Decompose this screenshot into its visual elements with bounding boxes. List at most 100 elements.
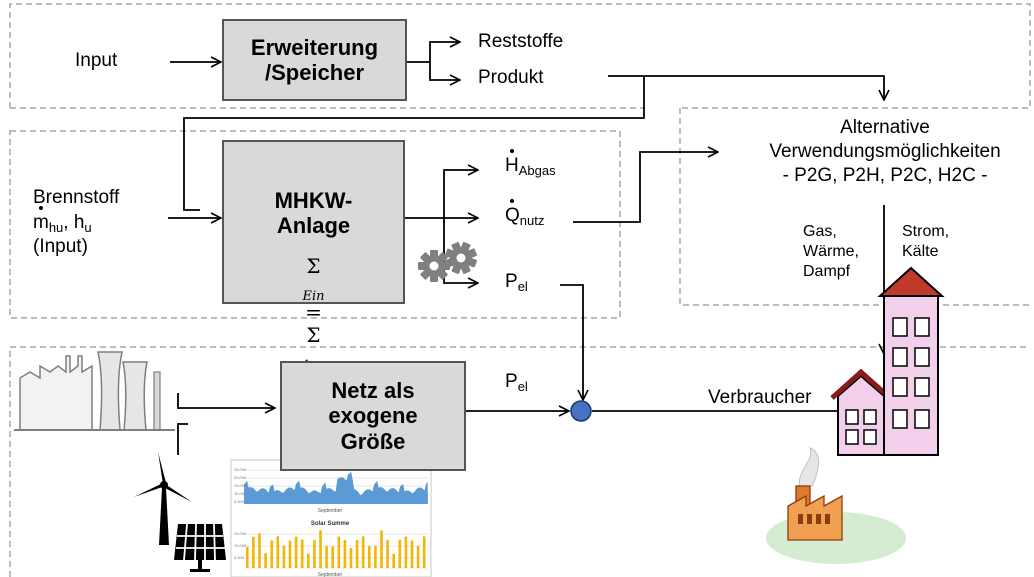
solar-bar	[380, 530, 383, 568]
alternatives-text: Alternative Verwendungsmöglichkeiten - P…	[725, 116, 1034, 187]
svg-text:5.000: 5.000	[234, 555, 245, 560]
fuel-title: Brennstoff	[33, 187, 120, 208]
svg-text:15.000: 15.000	[234, 531, 247, 536]
solar-bar	[331, 546, 334, 568]
junction-node	[570, 400, 592, 422]
solar-bar	[422, 536, 426, 568]
solar-bar	[368, 546, 371, 568]
solar-bar	[307, 553, 310, 568]
plant-box-line2: Anlage	[276, 213, 351, 239]
branch-reststoffe	[429, 42, 460, 62]
branch-h	[443, 170, 478, 218]
solar-bar	[398, 539, 402, 568]
wind-series-area	[244, 471, 428, 504]
out-h-label: HAbgas	[505, 155, 556, 178]
grid-box: Netz als exogene Größe	[280, 361, 466, 471]
feedback-line	[183, 76, 645, 211]
fuel-h-sub: u	[84, 219, 92, 235]
solar-bar	[294, 536, 298, 568]
mini-chart-bottom-axis: September	[318, 572, 343, 577]
svg-text:10.000: 10.000	[234, 543, 247, 548]
power-plant-icon	[14, 351, 175, 431]
buildings-icon	[830, 266, 945, 456]
residue-label: Reststoffe	[478, 31, 564, 52]
alternatives-left-col: Gas, Wärme, Dampf	[803, 223, 859, 280]
fuel-m: m	[33, 211, 49, 233]
storage-box: Erweiterung /Speicher	[222, 19, 407, 101]
fuel-sep: , h	[63, 211, 85, 233]
solar-bar	[276, 536, 280, 568]
mini-y-ticks: 25.000 20.000 15.000 10.000 5.000 15.000 10.…	[234, 467, 247, 560]
input-label: Input	[75, 50, 118, 71]
grid-box-line2: exogene	[328, 403, 418, 429]
solar-bar	[270, 540, 273, 568]
solar-bar	[246, 547, 249, 568]
solar-bar	[252, 536, 255, 568]
factory-smoke	[798, 447, 819, 491]
mini-charts: 25.000 20.000 15.000 10.000 5.000 15.000 10.…	[230, 459, 432, 577]
solar-bar	[355, 540, 359, 568]
frame-grid	[9, 346, 1030, 577]
solar-bar	[300, 539, 304, 568]
solar-bar	[319, 530, 322, 568]
svg-text:20.000: 20.000	[234, 475, 247, 480]
solar-panel-icon	[174, 523, 226, 572]
solar-series-bars	[246, 530, 426, 568]
arrow-q-to-alternatives	[573, 152, 718, 223]
svg-text:10.000: 10.000	[234, 491, 247, 496]
mini-chart-top-axis: September	[318, 508, 343, 514]
branch-produkt	[429, 62, 460, 80]
fuel-formula: mhu, hu	[33, 211, 119, 236]
consumer-scene	[766, 266, 945, 564]
branch-p	[443, 218, 478, 283]
solar-bar	[349, 547, 353, 568]
factory-icon	[787, 485, 843, 541]
alternatives-line2: Verwendungsmöglichkeiten	[769, 140, 1001, 162]
solar-bar	[410, 540, 414, 568]
solar-chart-axes	[244, 533, 428, 569]
plant-box-line1: MHKW-	[274, 188, 353, 213]
solar-bar	[374, 546, 377, 568]
grid-box-line3: Größe	[340, 428, 406, 454]
consumer-label: Verbraucher	[708, 387, 812, 408]
wind-turbine-icon	[134, 452, 192, 545]
solar-bar	[392, 553, 395, 568]
out-p-label: Pel	[505, 271, 528, 294]
solar-bar	[337, 536, 341, 568]
out-q-label: Qnutz	[505, 205, 545, 228]
solar-bar	[361, 536, 365, 568]
solar-bar	[282, 545, 286, 568]
gear-icon	[418, 241, 478, 282]
alternatives-line1: Alternative	[840, 117, 930, 138]
fuel-label: Brennstoff mhu, hu (Input)	[33, 186, 119, 260]
arrow-wind-to-grid	[177, 423, 188, 455]
frame-top	[9, 3, 1031, 109]
solar-bar	[288, 540, 292, 568]
product-label: Produkt	[478, 67, 544, 88]
svg-text:15.000: 15.000	[234, 483, 247, 488]
grid-p-label: Pel	[505, 371, 528, 394]
arrow-plant-to-grid	[177, 393, 275, 408]
solar-bar	[343, 539, 347, 568]
solar-bar	[313, 540, 316, 568]
fuel-input: (Input)	[33, 236, 88, 258]
fuel-m-sub: hu	[48, 219, 64, 235]
solar-bar	[386, 540, 389, 568]
arrow-produkt-to-alternatives	[608, 75, 884, 100]
solar-bar	[264, 553, 267, 568]
alternatives-right-col: Strom, Kälte	[902, 223, 950, 260]
solar-bar	[325, 545, 328, 568]
storage-box-line1: Erweiterung	[250, 34, 379, 60]
mini-chart-bottom-title: Solar Summe	[311, 521, 350, 527]
storage-box-line2: /Speicher	[264, 60, 365, 85]
grid-box-line1: Netz als	[331, 378, 415, 404]
solar-bar	[416, 545, 420, 568]
svg-text:25.000: 25.000	[234, 467, 247, 472]
connectors	[168, 42, 884, 455]
svg-text:5.000: 5.000	[234, 499, 245, 504]
alternatives-line3: - P2G, P2H, P2C, H2C -	[782, 164, 988, 186]
solar-bar	[404, 536, 408, 568]
